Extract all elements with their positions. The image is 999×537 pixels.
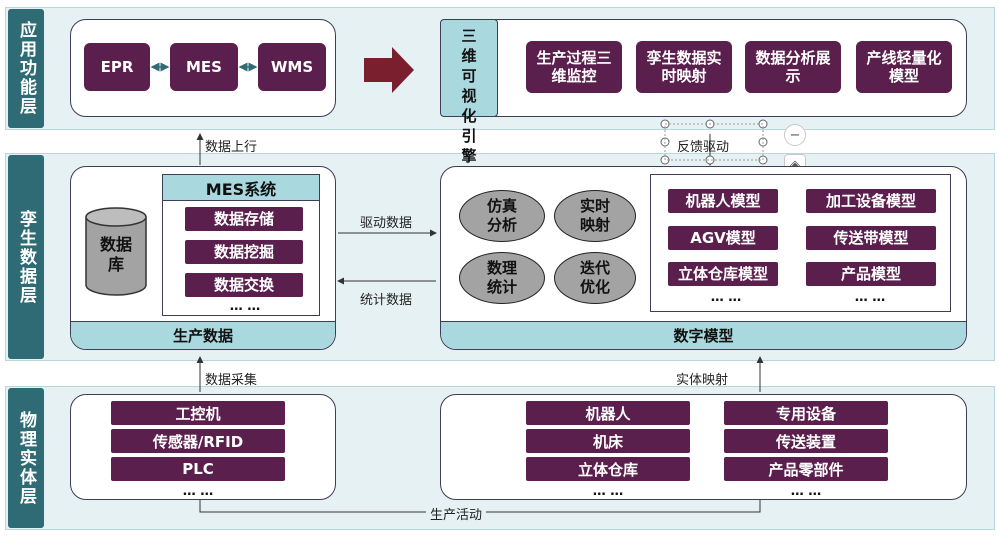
function-light-model: 产线轻量化模型	[856, 41, 952, 93]
function-twin-mapping: 孪生数据实时映射	[636, 41, 732, 93]
mes-item-storage: 数据存储	[185, 207, 303, 231]
layer-label-application: 应用功能层	[8, 9, 44, 128]
mes-item-exchange: 数据交换	[185, 273, 303, 297]
equipment-conveyor: 传送装置	[724, 429, 888, 453]
entity-map-label: 实体映射	[676, 373, 729, 388]
layer-label-physical: 物理实体层	[8, 388, 44, 528]
function-3d-monitor: 生产过程三维监控	[526, 41, 622, 93]
system-epr: EPR	[84, 43, 150, 91]
equipment-more-right: … …	[790, 484, 822, 499]
oval-statistics: 数理统计	[459, 252, 545, 304]
oval-realtime-mapping: 实时映射	[554, 190, 636, 242]
function-data-analysis: 数据分析展示	[745, 41, 841, 93]
equipment-machine-tool: 机床	[526, 429, 690, 453]
engine-box: 三维可视化引擎	[440, 19, 498, 165]
production-activity-label: 生产活动	[426, 504, 487, 523]
model-machining: 加工设备模型	[806, 189, 936, 213]
digital-model-bar: 数字模型	[441, 321, 966, 349]
equipment-special: 专用设备	[724, 401, 888, 425]
layer-label-twin-data: 孪生数据层	[8, 155, 44, 359]
equipment-warehouse: 立体仓库	[526, 457, 690, 481]
device-plc: PLC	[111, 457, 285, 481]
data-up-label: 数据上行	[205, 140, 258, 155]
drive-data-label: 驱动数据	[360, 216, 413, 231]
production-data-bar: 生产数据	[71, 321, 335, 349]
minus-icon[interactable]: −	[784, 124, 806, 146]
collect-label: 数据采集	[205, 373, 258, 388]
mes-item-mining: 数据挖掘	[185, 240, 303, 264]
stat-data-label: 统计数据	[360, 293, 413, 308]
oval-simulation: 仿真分析	[459, 190, 545, 242]
system-mes: MES	[170, 43, 238, 91]
oval-iteration: 迭代优化	[554, 252, 636, 304]
models-more-left: … …	[710, 290, 742, 305]
system-wms: WMS	[258, 43, 326, 91]
feedback-label[interactable]: 反馈驱动	[677, 140, 730, 155]
model-conveyor: 传送带模型	[806, 226, 936, 250]
big-arrow	[364, 47, 414, 93]
equipment-more-left: … …	[592, 484, 624, 499]
model-robot: 机器人模型	[668, 189, 778, 213]
database-icon	[85, 207, 147, 296]
database-label: 数据库	[99, 235, 132, 274]
model-product: 产品模型	[806, 262, 936, 286]
device-ipc: 工控机	[111, 401, 285, 425]
model-agv: AGV模型	[668, 226, 778, 250]
equipment-parts: 产品零部件	[724, 457, 888, 481]
model-warehouse: 立体仓库模型	[668, 262, 778, 286]
models-more-right: … …	[854, 290, 886, 305]
equipment-robot: 机器人	[526, 401, 690, 425]
device-sensor-rfid: 传感器/RFID	[111, 429, 285, 453]
devices-more: … …	[182, 484, 214, 499]
mes-more: … …	[229, 299, 261, 314]
mes-system-title: MES系统	[163, 175, 319, 201]
